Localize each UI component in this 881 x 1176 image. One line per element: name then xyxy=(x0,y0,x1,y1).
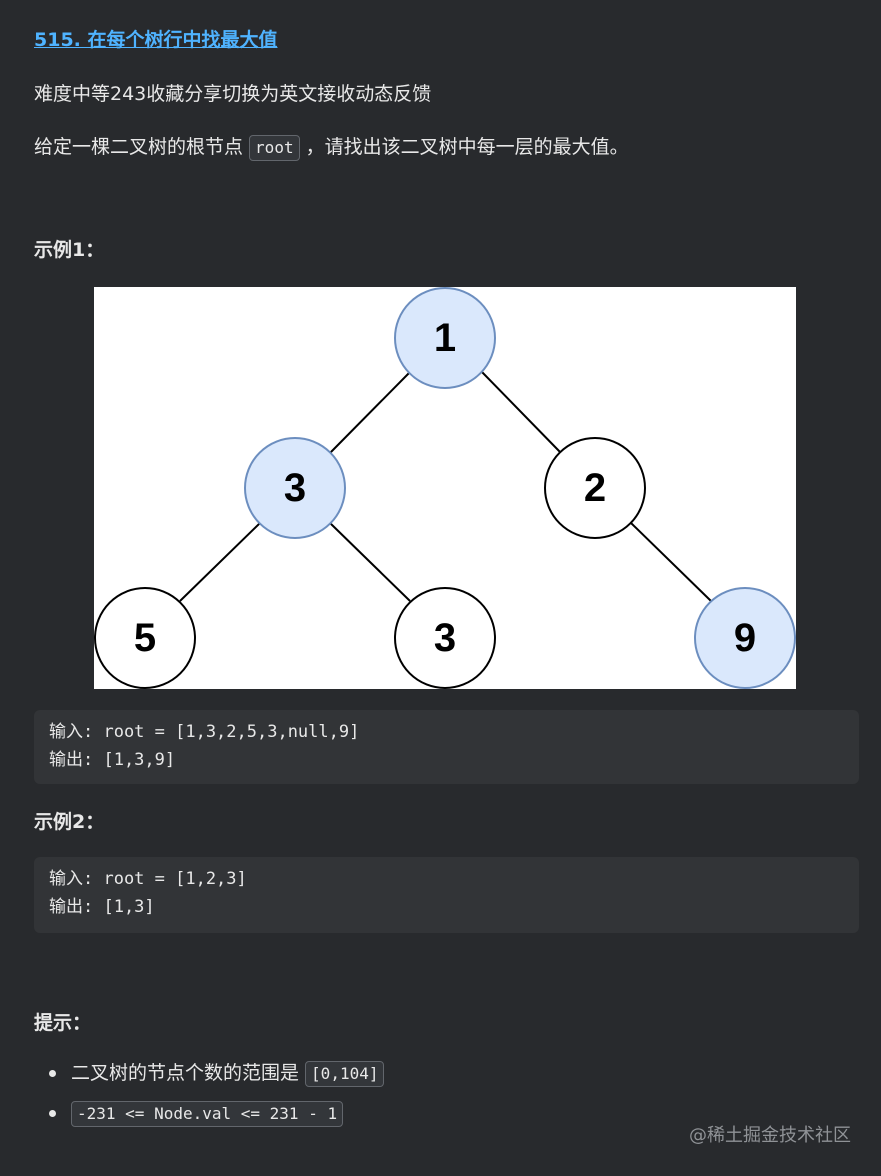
example1-code-block: 输入: root = [1,3,2,5,3,null,9] 输出: [1,3,9… xyxy=(34,710,859,784)
example1-input-line: 输入: root = [1,3,2,5,3,null,9] xyxy=(49,722,360,742)
example1-heading: 示例1： xyxy=(34,239,105,261)
example2-heading: 示例2： xyxy=(34,811,105,833)
tree-node-right: 2 xyxy=(544,437,646,539)
tree-node-left-left: 5 xyxy=(94,587,196,689)
hint-item-node-count-text: 二叉树的节点个数的范围是 xyxy=(71,1062,306,1084)
tree-node-left-label: 3 xyxy=(284,466,306,510)
problem-meta: 难度中等243收藏分享切换为英文接收动态反馈 xyxy=(34,83,432,105)
hints-list: 二叉树的节点个数的范围是 [0,104] -231 <= Node.val <=… xyxy=(34,1058,385,1138)
tree-node-left-right-label: 3 xyxy=(434,616,456,660)
tree-node-root: 1 xyxy=(394,287,496,389)
example1-tree-diagram: 1 3 2 5 3 9 xyxy=(94,287,796,689)
description-text-after: ，请找出该二叉树中每一层的最大值。 xyxy=(299,136,629,158)
edge-3-5 xyxy=(179,522,261,602)
node-count-range-code: [0,104] xyxy=(305,1060,385,1087)
problem-title-link[interactable]: 515. 在每个树行中找最大值 xyxy=(34,29,278,51)
edge-1-2 xyxy=(480,370,562,454)
tree-node-left-right: 3 xyxy=(394,587,496,689)
root-inline-code: root xyxy=(249,134,300,161)
hint-item-node-value: -231 <= Node.val <= 231 - 1 xyxy=(34,1098,384,1128)
hint-item-node-count: 二叉树的节点个数的范围是 [0,104] xyxy=(34,1058,385,1088)
bullet-icon xyxy=(49,1110,56,1117)
tree-node-right-label: 2 xyxy=(584,466,606,510)
description-text-before: 给定一棵二叉树的根节点 xyxy=(34,136,250,158)
bullet-icon xyxy=(49,1070,56,1077)
watermark: @稀土掘金技术社区 xyxy=(689,1125,851,1146)
tree-node-right-right: 9 xyxy=(694,587,796,689)
example1-output-line: 输出: [1,3,9] xyxy=(49,750,176,770)
tree-node-left-left-label: 5 xyxy=(134,616,156,660)
problem-description: 给定一棵二叉树的根节点 root ，请找出该二叉树中每一层的最大值。 xyxy=(34,132,629,162)
tree-node-left: 3 xyxy=(244,437,346,539)
hints-heading: 提示： xyxy=(34,1012,92,1034)
node-value-range-code: -231 <= Node.val <= 231 - 1 xyxy=(71,1100,344,1127)
tree-node-root-label: 1 xyxy=(434,316,456,360)
tree-svg: 1 3 2 5 3 9 xyxy=(94,287,796,689)
example2-output-line: 输出: [1,3] xyxy=(49,897,155,917)
edge-3-3 xyxy=(329,522,411,602)
example2-input-line: 输入: root = [1,2,3] xyxy=(49,869,247,889)
example2-code-block: 输入: root = [1,2,3] 输出: [1,3] xyxy=(34,857,859,933)
edge-2-9 xyxy=(630,522,712,602)
edge-1-3 xyxy=(329,370,412,454)
tree-node-right-right-label: 9 xyxy=(734,616,756,660)
